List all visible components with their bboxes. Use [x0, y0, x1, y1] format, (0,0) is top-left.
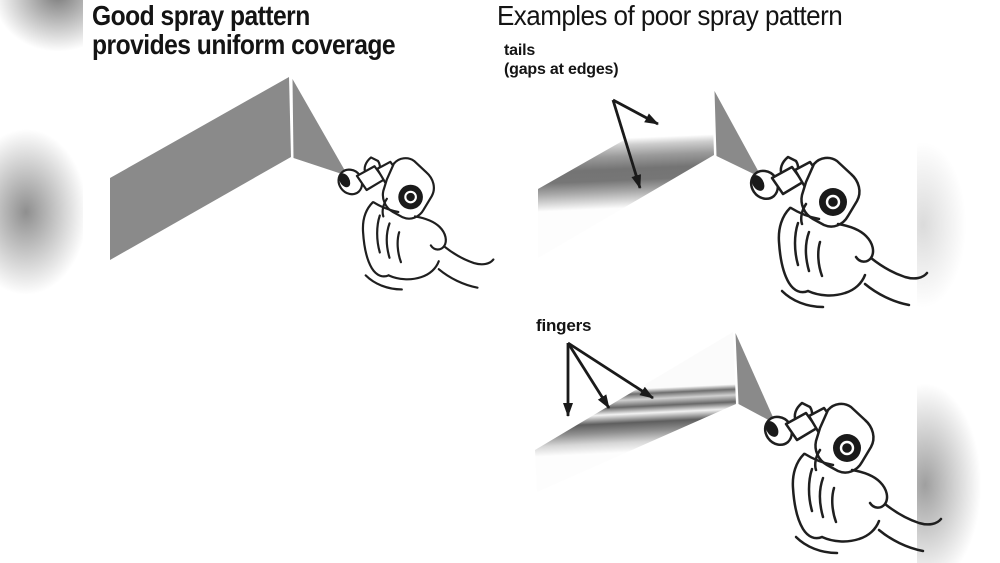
spray-fan-tails: [714, 91, 762, 178]
tails-spray-illustration: [538, 90, 929, 309]
spray-gun-illustration: [335, 156, 495, 291]
blurred-edge-right: [917, 0, 1000, 563]
tails-arrow-icon-1: [612, 98, 659, 126]
spray-gun-illustration: [747, 155, 929, 309]
fingers-arrow-icon-3: [567, 341, 654, 400]
good-pattern-title-line1: Good spray pattern: [92, 0, 310, 31]
tails-arrow-icon-2: [611, 99, 642, 189]
tails-label-line1: tails: [504, 42, 536, 59]
spray-band-fingers: [535, 332, 736, 492]
spray-gun-illustration: [761, 401, 943, 555]
good-spray-illustration: [110, 77, 495, 291]
tails-label: tails (gaps at edges): [504, 41, 619, 79]
tails-arrows: [611, 98, 659, 189]
fingers-arrow-icon-2: [566, 342, 611, 409]
fingers-arrows: [563, 341, 654, 417]
spray-fan-good: [292, 79, 348, 176]
poor-pattern-title: Examples of poor spray pattern: [497, 0, 843, 31]
tails-label-line2: (gaps at edges): [504, 61, 619, 78]
fingers-spray-illustration: [535, 332, 943, 555]
spray-band-tails: [538, 90, 714, 258]
good-pattern-title-line2: provides uniform coverage: [92, 29, 396, 60]
spray-fan-fingers: [735, 333, 776, 424]
fingers-label: fingers: [536, 316, 592, 335]
blurred-edge-left: [0, 0, 83, 563]
spray-band-uniform: [110, 77, 291, 260]
good-pattern-title: Good spray pattern provides uniform cove…: [92, 0, 396, 60]
